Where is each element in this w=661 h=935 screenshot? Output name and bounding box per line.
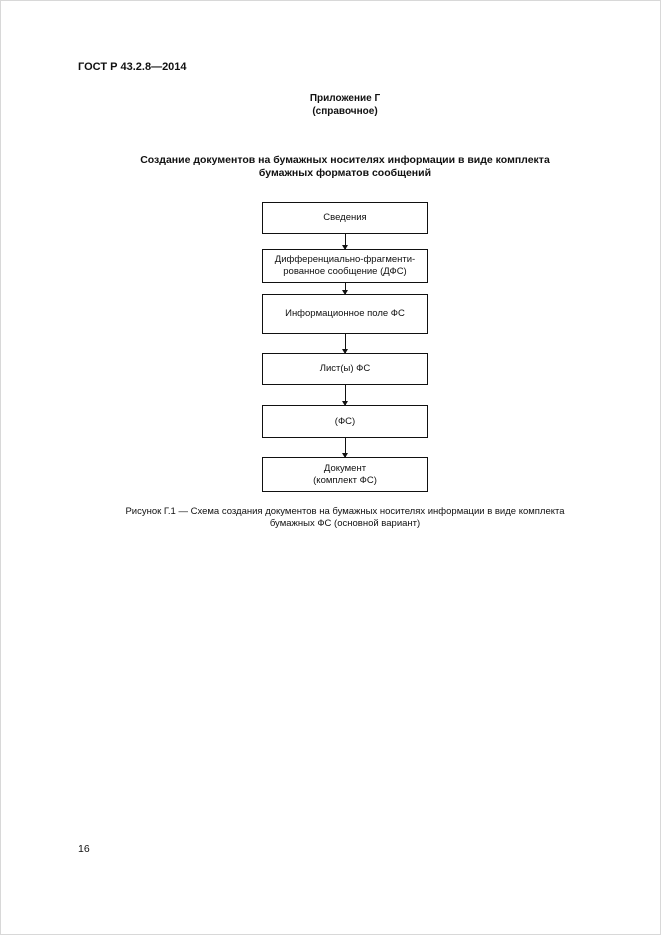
caption-line-2: бумажных ФС (основной вариант)	[269, 518, 421, 529]
standard-number: ГОСТ Р 43.2.8—2014	[78, 61, 187, 73]
node-label: (комплект ФС)	[313, 474, 377, 486]
node-label: Сведения	[323, 212, 367, 223]
title-line-1: Создание документов на бумажных носителя…	[140, 154, 550, 166]
appendix-heading: Приложение Г (справочное)	[200, 92, 490, 118]
flowchart-arrow	[342, 438, 348, 458]
flowchart-node-document: Документ (комплект ФС)	[262, 457, 428, 492]
node-label: Документ	[323, 462, 367, 474]
flowchart-node-info-field: Информационное поле ФС	[262, 294, 428, 334]
node-label: Информационное поле ФС	[285, 308, 405, 319]
document-title: Создание документов на бумажных носителя…	[110, 154, 580, 180]
flowchart-arrow	[342, 334, 348, 354]
figure-caption: Рисунок Г.1 — Схема создания документов …	[100, 506, 590, 530]
page-number: 16	[78, 843, 90, 855]
node-label: (ФС)	[334, 415, 356, 427]
caption-line-1: Рисунок Г.1 — Схема создания документов …	[125, 506, 565, 517]
appendix-type: (справочное)	[312, 106, 378, 117]
flowchart-node-dfs: Дифференциально-фрагменти- рованное сооб…	[262, 249, 428, 283]
flowchart-node-information: Сведения	[262, 202, 428, 234]
flowchart-arrow	[342, 385, 348, 406]
flowchart-arrow	[342, 234, 348, 250]
flowchart-node-fs: (ФС)	[262, 405, 428, 438]
flowchart-node-sheets: Лист(ы) ФС	[262, 353, 428, 385]
title-line-2: бумажных форматов сообщений	[258, 167, 432, 179]
appendix-label: Приложение Г	[309, 93, 381, 104]
node-label: Лист(ы) ФС	[319, 363, 371, 374]
node-label: Дифференциально-фрагменти-	[274, 254, 416, 265]
node-label: рованное сообщение (ДФС)	[283, 266, 407, 277]
flowchart-arrow	[342, 283, 348, 295]
